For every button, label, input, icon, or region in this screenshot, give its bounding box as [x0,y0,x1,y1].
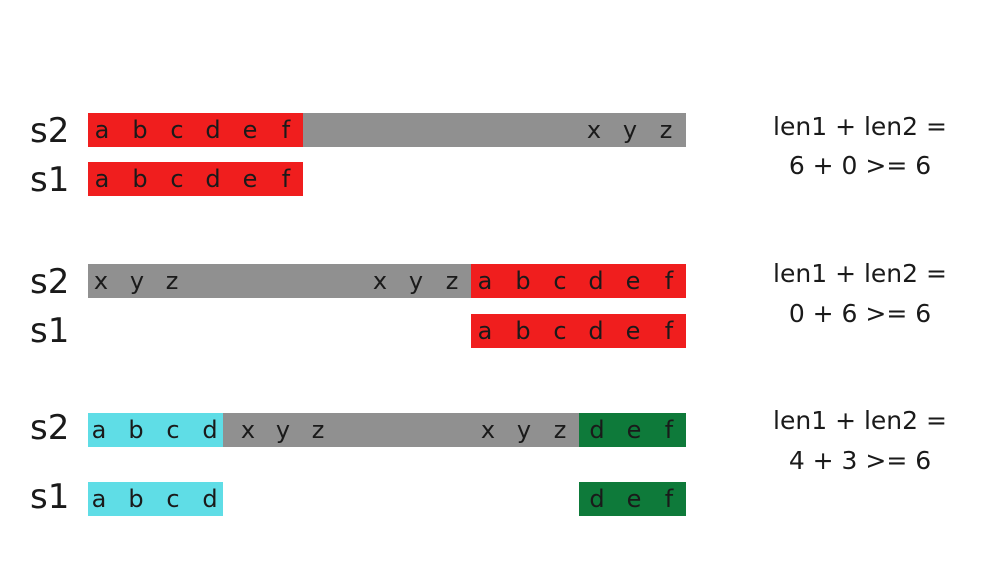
equation-line2: 0 + 6 >= 6 [788,299,932,328]
equation-line1: len1 + len2 = [773,112,947,141]
char: a [477,317,493,345]
char: f [664,267,674,295]
s2-red-segment: a b c d e f [471,264,686,298]
char: a [91,416,107,444]
s1-cyan-segment: a b c d [88,482,223,516]
char: y [275,416,291,444]
char: b [128,485,144,513]
s1-red-segment: a b c d e f [471,314,686,348]
s2-red-segment: a b c d e f [88,113,303,147]
char: a [94,116,110,144]
s1-label: s1 [30,477,70,517]
char: d [205,116,221,144]
s1-label: s1 [30,311,70,351]
char: c [166,485,180,513]
char: b [515,317,531,345]
char: e [626,485,642,513]
char: z [165,267,179,295]
char: c [166,416,180,444]
s1-label: s1 [30,160,70,200]
equation-line1: len1 + len2 = [773,406,947,435]
s1-green-segment: d e f [579,482,686,516]
char: b [132,116,148,144]
s2-label: s2 [30,408,70,448]
s1-red-segment: a b c d e f [88,162,303,196]
char: f [664,485,674,513]
char: x [480,416,496,444]
equation-line2: 4 + 3 >= 6 [788,446,932,475]
char: d [202,485,218,513]
char: y [408,267,424,295]
char: f [281,165,291,193]
char: d [589,416,605,444]
char: z [659,116,673,144]
s2-green-segment: d e f [579,413,686,447]
char: e [242,165,258,193]
char: y [129,267,145,295]
s2-label: s2 [30,111,70,151]
char: d [588,317,604,345]
char: e [626,416,642,444]
char: b [128,416,144,444]
char: b [515,267,531,295]
char: c [553,317,567,345]
char: d [589,485,605,513]
char: z [311,416,325,444]
char: e [242,116,258,144]
equation-line2: 6 + 0 >= 6 [788,151,932,180]
s2-label: s2 [30,262,70,302]
s2-cyan-segment: a b c d [88,413,223,447]
char: c [553,267,567,295]
char: a [477,267,493,295]
char: b [132,165,148,193]
char: z [553,416,567,444]
char: x [372,267,388,295]
char: y [516,416,532,444]
char: f [281,116,291,144]
char: a [91,485,107,513]
char: a [94,165,110,193]
char: f [664,416,674,444]
char: c [170,165,184,193]
char: x [586,116,602,144]
char: d [588,267,604,295]
char: c [170,116,184,144]
char: e [625,267,641,295]
char: z [445,267,459,295]
char: x [93,267,109,295]
char: d [205,165,221,193]
equation-line1: len1 + len2 = [773,259,947,288]
char: e [625,317,641,345]
char: y [622,116,638,144]
char: d [202,416,218,444]
char: f [664,317,674,345]
char: x [240,416,256,444]
